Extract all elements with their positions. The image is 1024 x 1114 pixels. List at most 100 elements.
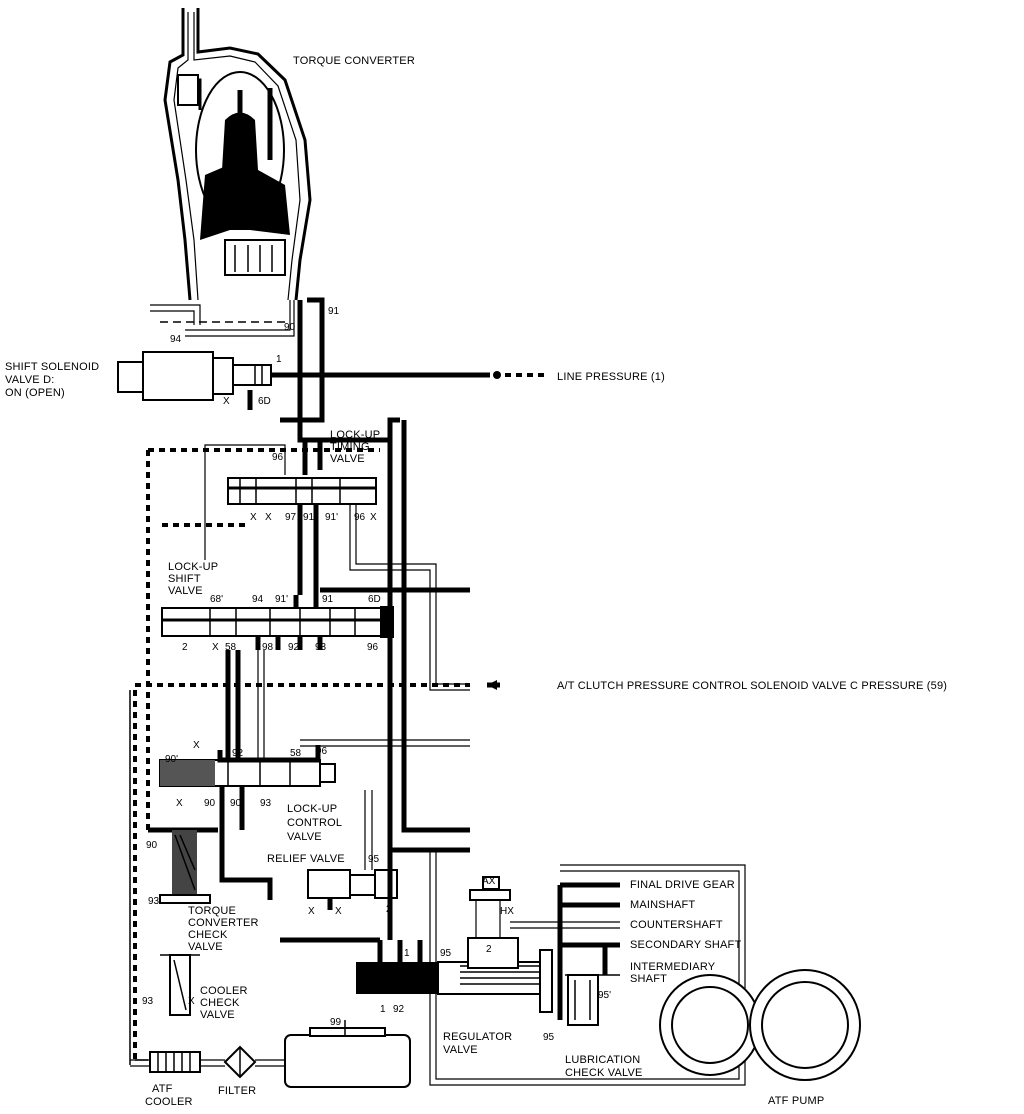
port-1-reg2: 1 xyxy=(380,1004,386,1015)
port-93-cool: 93 xyxy=(142,996,154,1007)
lockup-timing-valve xyxy=(204,417,400,560)
port-91-top: 91 xyxy=(328,306,340,317)
label-lubrication-2: CHECK VALVE xyxy=(565,1067,643,1079)
port-98: 98 xyxy=(262,642,274,653)
port-94-sh: 94 xyxy=(252,594,264,605)
lockup-control-valve xyxy=(159,650,336,900)
label-intermediary-shaft-1: INTERMEDIARY xyxy=(630,961,716,973)
label-relief-valve: RELIEF VALVE xyxy=(267,853,345,865)
label-lubrication-1: LUBRICATION xyxy=(565,1054,640,1066)
label-atf-cooler-1: ATF xyxy=(152,1083,173,1095)
port-hx: HX xyxy=(500,906,514,917)
port-92-reg: 92 xyxy=(393,1004,405,1015)
port-93-sh: 93 xyxy=(315,642,327,653)
label-shift-solenoid-3: ON (OPEN) xyxy=(5,387,65,399)
port-91p-sh: 91' xyxy=(275,594,288,605)
port-91-sh: 91 xyxy=(322,594,334,605)
shift-solenoid-valve-d xyxy=(117,351,545,410)
label-lockup-timing-1: LOCK-UP xyxy=(330,429,380,441)
right-trunk-lines xyxy=(300,420,470,853)
port-91-tim: 91 xyxy=(303,512,315,523)
port-x-tim2: X xyxy=(265,512,272,523)
label-cooler-check-3: VALVE xyxy=(200,1009,235,1021)
label-lockup-control-1: LOCK-UP xyxy=(287,803,337,815)
label-atf-pump: ATF PUMP xyxy=(768,1095,824,1107)
port-90-ctl: 90 xyxy=(204,798,216,809)
label-lockup-control-3: VALVE xyxy=(287,831,322,843)
ax-hx-valve xyxy=(467,876,519,969)
port-2-reg: 2 xyxy=(486,944,492,955)
cooler-filter-reservoir xyxy=(130,1020,411,1088)
port-ax: AX xyxy=(482,876,496,887)
port-58-ctl: 58 xyxy=(290,748,302,759)
port-91p-tim: 91' xyxy=(325,512,338,523)
port-58: 58 xyxy=(225,642,237,653)
label-shift-solenoid-2: VALVE D: xyxy=(5,374,55,386)
label-countershaft: COUNTERSHAFT xyxy=(630,919,723,931)
label-torque-converter: TORQUE CONVERTER xyxy=(293,55,415,67)
port-94-top: 94 xyxy=(170,334,182,345)
port-96-tim: 96 xyxy=(272,452,284,463)
port-90p: 90' xyxy=(165,754,178,765)
port-1-sol: 1 xyxy=(276,354,282,365)
lockup-shift-valve xyxy=(161,505,394,650)
label-regulator-2: VALVE xyxy=(443,1044,478,1056)
torque-converter-check-valve xyxy=(159,830,211,904)
port-93-ctl: 93 xyxy=(260,798,272,809)
label-lockup-shift-1: LOCK-UP xyxy=(168,561,218,573)
port-6d-sh: 6D xyxy=(368,594,381,605)
port-96-sh: 96 xyxy=(367,642,379,653)
port-x-cool: X xyxy=(188,996,195,1007)
label-mainshaft: MAINSHAFT xyxy=(630,899,695,911)
label-lockup-shift-2: SHIFT xyxy=(168,573,201,585)
port-2-rel: 2 xyxy=(386,904,392,915)
label-lockup-shift-3: VALVE xyxy=(168,585,203,597)
port-x-rel1: X xyxy=(308,906,315,917)
port-x-ctl1: X xyxy=(193,740,200,751)
label-tc-check-2: CONVERTER xyxy=(188,917,259,929)
cooler-check-valve xyxy=(160,954,200,1016)
port-x-sh: X xyxy=(212,642,219,653)
port-68: 68' xyxy=(210,594,223,605)
port-95-reg: 95 xyxy=(440,948,452,959)
port-93-left: 93 xyxy=(148,896,160,907)
port-95p: 95' xyxy=(598,990,611,1001)
port-x-tim1: X xyxy=(250,512,257,523)
clutch-pressure-line xyxy=(133,448,500,1060)
label-lockup-timing-2: TIMING xyxy=(330,441,370,453)
port-6d-sol: 6D xyxy=(258,396,271,407)
label-intermediary-shaft-2: SHAFT xyxy=(630,973,667,985)
label-clutch-pressure: A/T CLUTCH PRESSURE CONTROL SOLENOID VAL… xyxy=(557,680,947,692)
port-x-ctl2: X xyxy=(176,798,183,809)
port-90-top: 90 xyxy=(284,322,296,333)
label-tc-check-1: TORQUE xyxy=(188,905,236,917)
port-99: 99 xyxy=(330,1017,342,1028)
label-final-drive-gear: FINAL DRIVE GEAR xyxy=(630,879,735,891)
lubrication-check-valve xyxy=(567,974,599,1026)
label-lockup-control-2: CONTROL xyxy=(287,817,342,829)
label-cooler-check-2: CHECK xyxy=(200,997,240,1009)
port-1-reg: 1 xyxy=(404,948,410,959)
torque-converter xyxy=(163,8,312,301)
label-secondary-shaft: SECONDARY SHAFT xyxy=(630,939,741,951)
label-regulator-1: REGULATOR xyxy=(443,1031,512,1043)
port-92-ctl: 92 xyxy=(232,748,244,759)
label-tc-check-4: VALVE xyxy=(188,941,223,953)
label-lockup-timing-3: VALVE xyxy=(330,453,365,465)
port-96-tim2: 96 xyxy=(354,512,366,523)
port-x-rel2: X xyxy=(335,906,342,917)
port-92-sh: 92 xyxy=(288,642,300,653)
port-96-ctl: 96 xyxy=(316,746,328,757)
port-2-sh: 2 xyxy=(182,642,188,653)
port-90-ctl2: 90 xyxy=(230,798,242,809)
atf-pump xyxy=(659,969,861,1081)
port-95-rel: 95 xyxy=(368,854,380,865)
label-atf-cooler-2: COOLER xyxy=(145,1096,193,1108)
port-x-sol: X xyxy=(223,396,230,407)
port-x-tim3: X xyxy=(370,512,377,523)
port-97: 97 xyxy=(285,512,297,523)
label-shift-solenoid-1: SHIFT SOLENOID xyxy=(5,361,99,373)
label-filter: FILTER xyxy=(218,1085,256,1097)
